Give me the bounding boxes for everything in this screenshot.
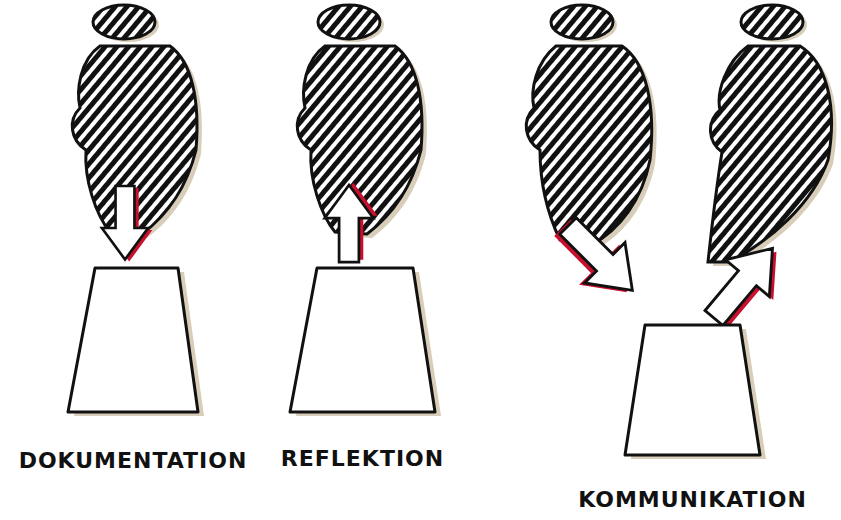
box-outline [290, 268, 435, 412]
arrow-diagonal-down [542, 204, 652, 314]
box-shape: REFLEKTION [290, 268, 435, 412]
arrow-diagonal-up [692, 230, 798, 340]
box-shape: KOMMUNIKATION [625, 325, 760, 455]
caption-label: REFLEKTION [281, 446, 444, 471]
arrow-up [325, 183, 378, 262]
trapezoid-outline [625, 325, 760, 455]
caption-label: DOKUMENTATION [19, 448, 248, 473]
person-figure [526, 5, 656, 250]
person-figure [708, 5, 837, 266]
box-outline [625, 325, 760, 455]
box-outline [68, 268, 198, 412]
caption-label: KOMMUNIKATION [578, 487, 807, 512]
arrow-down [102, 186, 152, 262]
box-shape: DOKUMENTATION [68, 268, 198, 412]
trapezoid-outline [68, 268, 198, 412]
trapezoid-outline [290, 268, 435, 412]
